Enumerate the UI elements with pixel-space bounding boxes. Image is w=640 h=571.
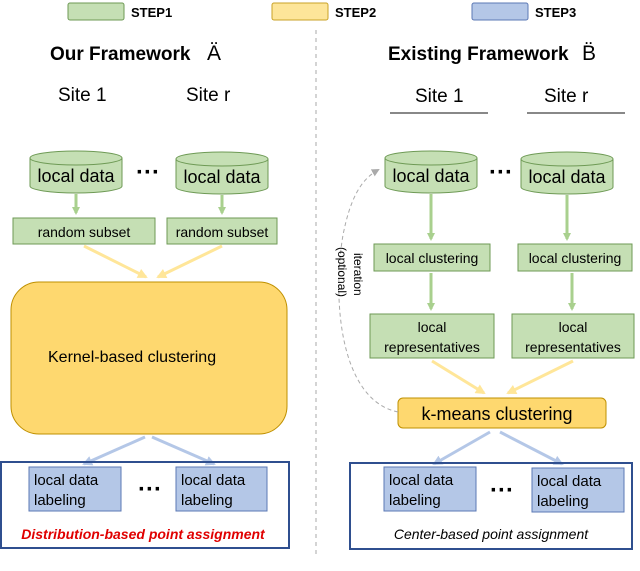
left-title: Our Framework	[50, 44, 191, 65]
right-kmeans-label: k-means clustering	[421, 404, 572, 424]
right-local-clustering-1	[373, 243, 491, 272]
legend-label-step3: STEP3	[535, 5, 576, 20]
left-arrow-kernel-to-label1	[82, 435, 146, 466]
right-arrow-kmeans-to-label1	[432, 430, 491, 466]
left-kernel-clustering-label: Kernel-based clustering	[48, 349, 216, 366]
right-local-labeling-1	[383, 466, 477, 512]
legend-label-step2: STEP2	[335, 5, 376, 20]
right-local-representatives-r-line2: representatives	[525, 339, 621, 355]
right-local-representatives-1-line2: representatives	[384, 339, 480, 355]
left-local-labeling-r-line2: labeling	[181, 492, 233, 509]
left-ellipsis-bottom: ···	[138, 476, 162, 503]
right-local-labeling-r-line1: local data	[537, 473, 602, 490]
right-local-data-r: local data	[520, 151, 614, 195]
right-local-clustering-1-label: local clustering	[386, 250, 479, 266]
left-panel: Our Framework Ä Site 1 Site r local data…	[0, 42, 290, 549]
right-iteration-label: iteration	[351, 253, 365, 296]
left-local-labeling-1-line1: local data	[34, 472, 99, 489]
right-arrow-kmeans-to-labelr	[499, 430, 564, 466]
right-local-representatives-r-line1: local	[559, 319, 588, 335]
left-site-1-label: Site 1	[58, 85, 107, 106]
left-kernel-clustering-box	[10, 281, 288, 435]
left-assignment-frame	[0, 461, 290, 549]
right-local-representatives-r	[511, 313, 635, 359]
right-title: Existing Framework	[388, 44, 569, 65]
left-assignment-caption: Distribution-based point assignment	[21, 526, 266, 542]
legend-swatch-step2	[271, 2, 329, 21]
legend-label-step1: STEP1	[131, 5, 172, 20]
left-ellipsis-top: ···	[136, 159, 160, 186]
right-iteration-optional-label: (optional)	[335, 247, 349, 297]
left-local-labeling-1-line2: labeling	[34, 492, 86, 509]
left-local-labeling-1	[28, 466, 122, 512]
left-local-data-1: local data	[29, 150, 123, 194]
left-site-r-label: Site r	[186, 85, 231, 106]
left-title-symbol: Ä	[207, 42, 221, 65]
right-ellipsis-bottom: ···	[490, 477, 514, 504]
right-panel: Existing Framework B̈ Site 1 Site r loca…	[335, 42, 635, 550]
right-arrow-repr-to-kmeans	[506, 359, 574, 395]
left-random-subset-1-label: random subset	[38, 224, 131, 240]
left-random-subset-1	[12, 217, 156, 245]
right-kmeans-box	[397, 397, 607, 429]
right-iteration-loop-arrow	[338, 169, 399, 413]
right-arrow-rep1-to-kmeans	[431, 359, 486, 395]
right-site-1-label: Site 1	[415, 86, 464, 107]
left-local-data-r-label: local data	[183, 167, 261, 187]
legend-swatch-step1	[67, 2, 125, 21]
right-ellipsis-top: ···	[489, 159, 513, 186]
left-local-labeling-r-line1: local data	[181, 472, 246, 489]
right-assignment-caption: Center-based point assignment	[394, 526, 589, 542]
left-local-data-r: local data	[175, 151, 269, 195]
right-site-r-label: Site r	[544, 86, 589, 107]
right-local-labeling-1-line1: local data	[389, 472, 454, 489]
left-local-data-1-label: local data	[37, 166, 115, 186]
right-local-labeling-1-line2: labeling	[389, 492, 441, 509]
right-local-data-1: local data	[384, 150, 478, 194]
right-local-representatives-1-line1: local	[418, 319, 447, 335]
left-arrow-subset1-to-kernel	[83, 244, 148, 279]
right-assignment-frame	[349, 462, 633, 550]
right-local-data-1-label: local data	[392, 166, 470, 186]
left-arrow-kernel-to-labelr	[151, 435, 216, 466]
legend: STEP1 STEP2 STEP3	[67, 2, 576, 21]
left-arrow-subsetr-to-kernel	[156, 244, 223, 279]
right-local-clustering-r	[517, 243, 633, 272]
left-random-subset-r	[166, 217, 278, 245]
legend-swatch-step3	[471, 2, 529, 21]
right-local-representatives-1	[369, 313, 495, 359]
left-random-subset-r-label: random subset	[176, 224, 269, 240]
right-title-symbol: B̈	[582, 42, 596, 65]
right-local-labeling-r	[531, 467, 625, 513]
left-local-labeling-r	[175, 466, 268, 512]
right-local-clustering-r-label: local clustering	[529, 250, 622, 266]
right-local-data-r-label: local data	[528, 167, 606, 187]
right-local-labeling-r-line2: labeling	[537, 493, 589, 510]
